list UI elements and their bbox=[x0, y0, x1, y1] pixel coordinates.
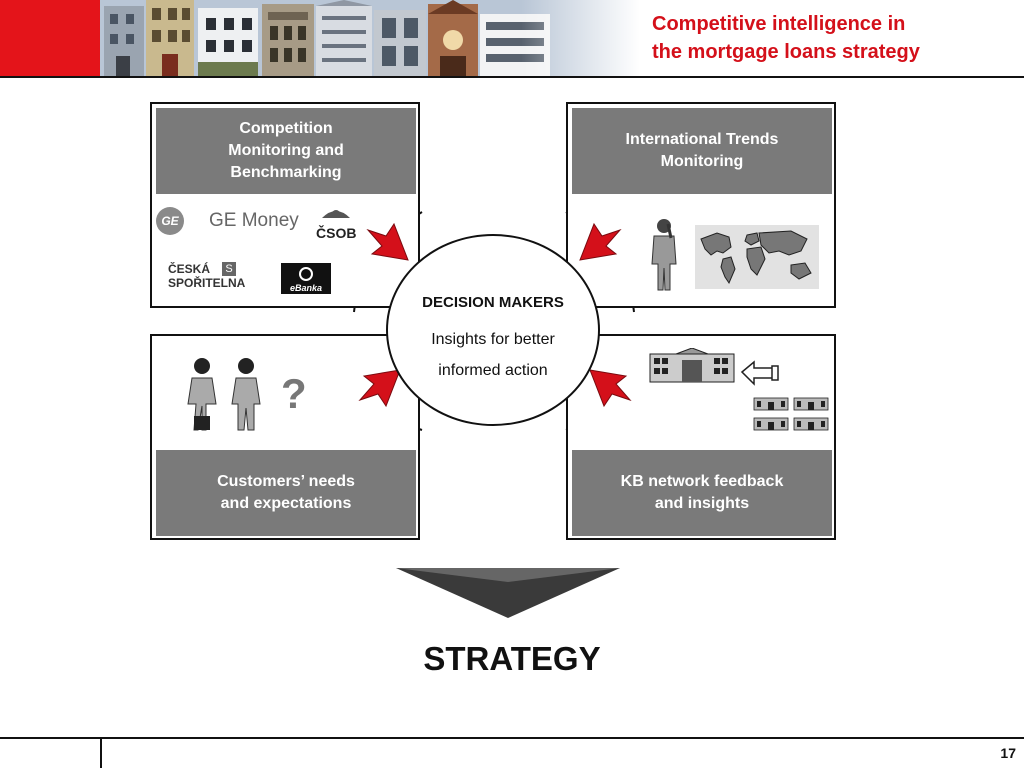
decision-makers-title: DECISION MAKERS bbox=[422, 294, 564, 311]
panel-kb-network-label: KB network feedback and insights bbox=[572, 450, 832, 536]
strategy-label: STRATEGY bbox=[423, 640, 601, 677]
decision-makers-subtitle: Insights for better informed action bbox=[431, 331, 555, 379]
man-icon bbox=[231, 358, 261, 431]
arrow-top-left-icon bbox=[366, 222, 409, 261]
branch-office-icon bbox=[753, 397, 829, 431]
header-red-block bbox=[0, 0, 100, 76]
header-divider bbox=[0, 76, 1024, 78]
csob-logo: ČSOB bbox=[316, 206, 356, 242]
ebanka-logo: eBanka bbox=[281, 263, 331, 294]
page-number: 17 bbox=[1000, 745, 1016, 761]
ge-logo-icon: GE bbox=[156, 207, 184, 235]
down-chevron-icon bbox=[396, 568, 620, 618]
headquarters-icon bbox=[649, 348, 735, 383]
question-mark: ? bbox=[281, 370, 307, 417]
panel-international-label: International Trends Monitoring bbox=[572, 108, 832, 194]
ceska-sporitelna-logo: ČESKÁ SPOŘITELNA bbox=[168, 262, 246, 290]
world-map-icon bbox=[695, 225, 819, 289]
footer-separator bbox=[100, 737, 102, 768]
slide-title: Competitive intelligence in the mortgage… bbox=[652, 13, 920, 63]
businessman-icon bbox=[651, 219, 677, 291]
footer-divider bbox=[0, 737, 1024, 739]
panel-customers-label: Customers’ needs and expectations bbox=[156, 450, 416, 536]
header-photo-strip bbox=[100, 0, 640, 76]
decision-makers-circle: DECISION MAKERS Insights for better info… bbox=[386, 234, 600, 426]
arrow-top-right-icon bbox=[579, 222, 622, 261]
sporitelna-s-icon: S bbox=[222, 262, 236, 276]
ge-money-logo: GE Money bbox=[209, 210, 299, 231]
panel-competition-label: Competition Monitoring and Benchmarking bbox=[156, 108, 416, 194]
woman-icon bbox=[187, 358, 217, 431]
pointing-hand-icon bbox=[740, 360, 779, 386]
